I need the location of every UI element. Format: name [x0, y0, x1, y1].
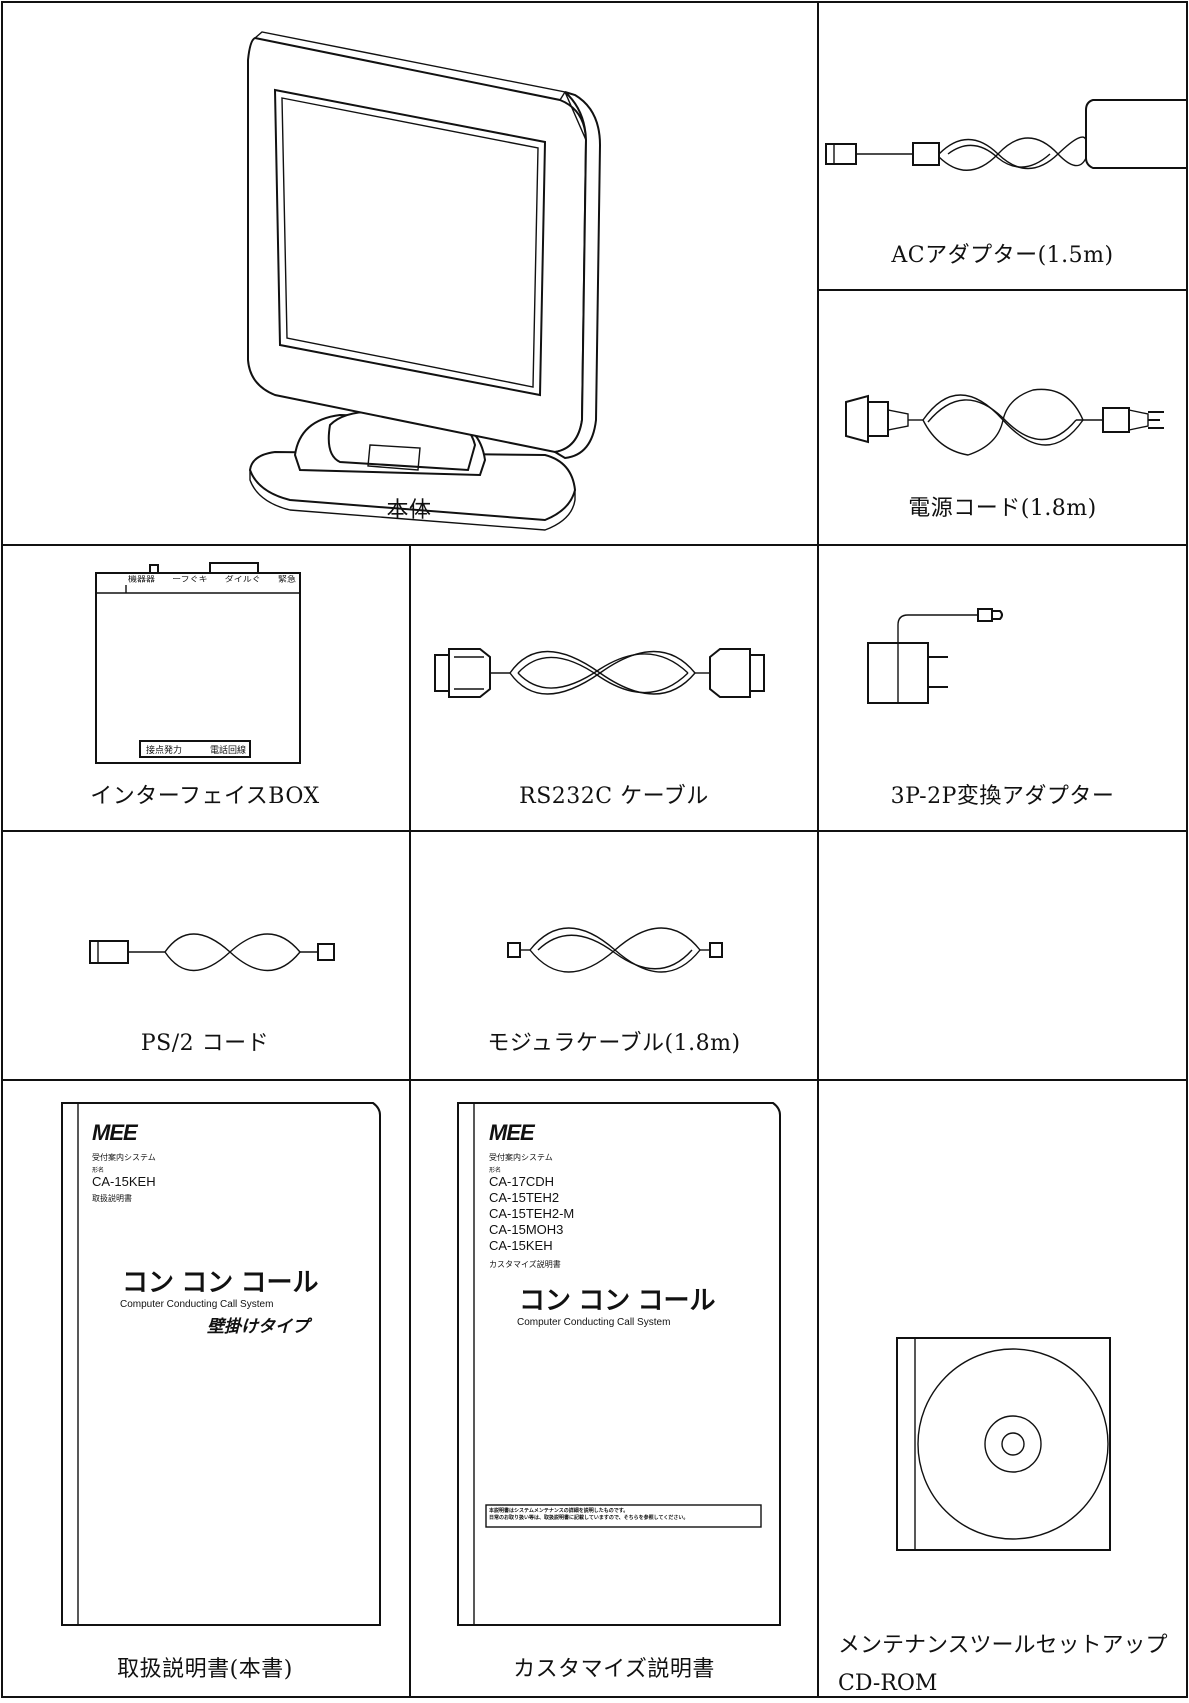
custom-manual-subtitle: Computer Conducting Call System — [517, 1317, 671, 1328]
custom-manual-cover: MEE 受付案内システム 形名 CA-17CDH CA-15TEH2 CA-15… — [489, 1120, 769, 1328]
cdrom-label-line1: メンテナンスツールセットアップ — [838, 1633, 1168, 1658]
power-cord-label: 電源コード(1.8m) — [908, 496, 1097, 521]
cdrom-label-line2: CD-ROM — [838, 1671, 938, 1696]
cell-manual: MEE 受付案内システム 形名 CA-15KEH 取扱説明書 コン コン コール… — [0, 1080, 410, 1697]
cdrom-illustration — [896, 1337, 1111, 1551]
modular-illustration — [507, 927, 723, 973]
modular-label: モジュラケーブル(1.8m) — [487, 1031, 741, 1056]
port-label-1: 機器器 — [128, 575, 156, 585]
port-label-3: ダイルぐ — [224, 575, 261, 585]
custom-manual-title: コン コン コール — [519, 1285, 716, 1315]
custom-manual-cover-outline — [457, 1102, 781, 1626]
manual-cover: MEE 受付案内システム 形名 CA-15KEH 取扱説明書 コン コン コール… — [92, 1120, 372, 1337]
custom-manual-model-3: CA-15TEH2-M — [489, 1206, 575, 1221]
conv-adapter-label: 3P-2P変換アダプター — [890, 784, 1115, 809]
manual-line2: 形名 — [92, 1168, 105, 1174]
conv-adapter-illustration — [867, 608, 1003, 704]
port-label-2: ーフぐキ — [172, 575, 208, 585]
cell-interface-box: 機器器 ーフぐキ ダイルぐ 緊急 接点発力 電話回線 インターフェイスBOX — [0, 545, 410, 831]
custom-manual-label: カスタマイズ説明書 — [513, 1657, 715, 1682]
cell-cdrom: メンテナンスツールセットアップ CD-ROM — [818, 1080, 1187, 1697]
monitor-illustration — [247, 31, 602, 531]
manual-cover-outline — [61, 1102, 381, 1626]
custom-manual-doc: カスタマイズ説明書 — [489, 1260, 561, 1269]
custom-manual-note-2: 日常のお取り扱い等は、取扱説明書に記載していますので、そちらを参照してください。 — [489, 1515, 689, 1521]
custom-manual-brand: MEE — [489, 1120, 535, 1145]
cell-power-cord: 電源コード(1.8m) — [818, 290, 1187, 545]
main-unit-label: 本体 — [386, 498, 432, 523]
manual-doc: 取扱説明書 — [92, 1194, 132, 1203]
custom-manual-model-5: CA-15KEH — [489, 1238, 553, 1253]
manual-line1: 受付案内システム — [92, 1153, 156, 1162]
interface-box-label: インターフェイスBOX — [90, 784, 320, 809]
cell-rs232c: RS232C ケーブル — [410, 545, 818, 831]
ac-adapter-illustration — [825, 99, 1188, 171]
ac-adapter-label: ACアダプター(1.5m) — [891, 243, 1114, 268]
manual-label: 取扱説明書(本書) — [117, 1657, 293, 1682]
ps2-illustration — [89, 933, 335, 972]
custom-manual-model-4: CA-15MOH3 — [489, 1222, 564, 1237]
custom-manual-note: 本説明書はシステムメンテナンスの詳細を説明したものです。 日常のお取り扱い等は、… — [489, 1508, 759, 1522]
interface-top-ports: 機器器 ーフぐキ ダイルぐ 緊急 — [128, 573, 296, 585]
custom-manual-model-2: CA-15TEH2 — [489, 1190, 560, 1205]
custom-manual-note-1: 本説明書はシステムメンテナンスの詳細を説明したものです。 — [489, 1508, 629, 1514]
custom-manual-line1: 受付案内システム — [489, 1153, 553, 1162]
manual-brand: MEE — [92, 1120, 138, 1145]
port-label-4: 緊急 — [277, 575, 296, 585]
interface-box-illustration — [95, 562, 301, 764]
manual-title: コン コン コール — [122, 1267, 319, 1297]
custom-manual-model-1: CA-17CDH — [489, 1174, 555, 1189]
power-cord-illustration — [845, 388, 1164, 456]
cell-modular: モジュラケーブル(1.8m) — [410, 831, 818, 1080]
port-label-phone: 電話回線 — [209, 746, 246, 756]
cell-ac-adapter: ACアダプター(1.5m) — [818, 0, 1188, 290]
cell-ps2: PS/2 コード — [0, 831, 410, 1080]
cell-custom-manual: MEE 受付案内システム 形名 CA-17CDH CA-15TEH2 CA-15… — [410, 1080, 818, 1697]
rs232c-label: RS232C ケーブル — [519, 784, 709, 809]
rs232c-illustration — [434, 648, 765, 698]
interface-bottom-ports: 接点発力 電話回線 — [146, 743, 246, 756]
manual-subtitle: Computer Conducting Call System — [120, 1299, 274, 1310]
custom-manual-line2: 形名 — [489, 1168, 502, 1174]
cell-main-unit: 本体 — [0, 0, 818, 545]
ps2-label: PS/2 コード — [140, 1031, 270, 1056]
cdrom-label: メンテナンスツールセットアップ CD-ROM — [838, 1627, 1168, 1703]
port-label-contact: 接点発力 — [146, 746, 183, 756]
manual-model: CA-15KEH — [92, 1174, 156, 1189]
cell-conv-adapter: 3P-2P変換アダプター — [818, 545, 1187, 831]
manual-variant: 壁掛けタイプ — [207, 1317, 309, 1336]
